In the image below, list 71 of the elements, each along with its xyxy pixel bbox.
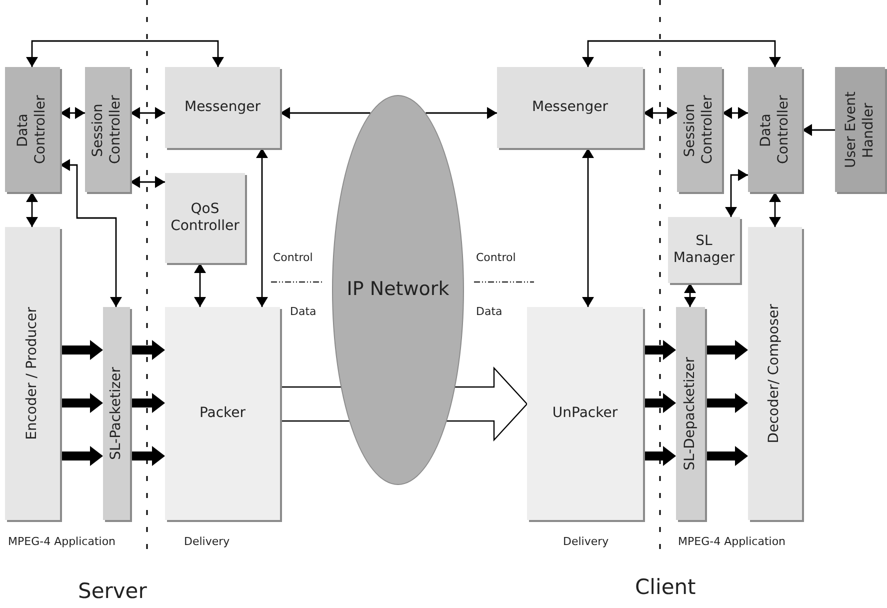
component-box <box>103 307 130 520</box>
box-label: Packer <box>199 404 246 422</box>
region-label: Delivery <box>563 534 609 550</box>
arrow <box>426 107 497 119</box>
arrow <box>256 148 268 307</box>
arrow <box>582 148 594 307</box>
component-box <box>165 67 280 148</box>
box-label: Encoder / Producer <box>24 307 41 440</box>
box-label: SL-Packetizer <box>108 367 125 460</box>
arrow <box>643 107 677 119</box>
region-label: MPEG-4 Application <box>8 534 116 550</box>
region-label: Client <box>635 574 696 601</box>
arrow <box>722 107 748 119</box>
component-box <box>165 173 245 263</box>
box-label: Messenger <box>532 98 608 116</box>
component-box <box>748 227 802 520</box>
component-box <box>677 67 722 192</box>
box-label: Data Controller <box>758 94 792 166</box>
component-box <box>527 307 643 520</box>
region-label: Data <box>290 304 316 320</box>
region-label: Control <box>476 250 516 266</box>
arrow <box>130 340 165 360</box>
region-label: Data <box>476 304 502 320</box>
box-label: UnPacker <box>552 404 618 422</box>
arrow <box>194 263 206 307</box>
component-box <box>835 67 885 192</box>
component-box <box>676 307 705 520</box>
box-label: Data Controller <box>15 94 50 166</box>
arrow <box>684 283 696 307</box>
box-label: QoS Controller <box>170 200 240 236</box>
arrow <box>280 107 370 119</box>
arrow <box>705 446 748 466</box>
component-box <box>5 67 60 192</box>
box-label: Session Controller <box>682 94 716 166</box>
arrow <box>725 169 748 217</box>
arrow <box>26 192 38 227</box>
arrow <box>130 176 165 188</box>
arrow <box>130 107 165 119</box>
arrow <box>60 446 103 466</box>
component-box <box>165 307 280 520</box>
region-label: Server <box>78 578 147 605</box>
arrow <box>582 40 781 67</box>
region-label: Delivery <box>184 534 230 550</box>
component-box <box>668 217 740 283</box>
arrow <box>26 40 224 67</box>
arrow <box>802 124 835 136</box>
arrow <box>130 446 165 466</box>
arrow <box>60 393 103 413</box>
box-label: Decoder/ Composer <box>766 304 784 444</box>
component-box <box>5 227 60 520</box>
arrow <box>60 340 103 360</box>
box-label: SL-Depacketizer <box>682 356 699 470</box>
region-label: MPEG-4 Application <box>678 534 786 550</box>
component-box <box>748 67 802 192</box>
component-box <box>497 67 643 148</box>
arrow <box>60 107 85 119</box>
arrow <box>130 393 165 413</box>
region-label: Control <box>273 250 313 266</box>
arrow <box>60 159 122 307</box>
arrow <box>705 393 748 413</box>
box-label: User Event Handler <box>842 90 877 170</box>
arrow <box>643 446 676 466</box>
arrow <box>643 393 676 413</box>
arrow <box>769 192 781 227</box>
box-label: Messenger <box>184 98 261 116</box>
component-box <box>85 67 130 192</box>
arrow <box>643 340 676 360</box>
box-label: SL Manager <box>672 232 736 268</box>
arrow <box>705 340 748 360</box>
box-label: IP Network <box>346 278 450 302</box>
box-label: Session Controller <box>90 94 124 166</box>
